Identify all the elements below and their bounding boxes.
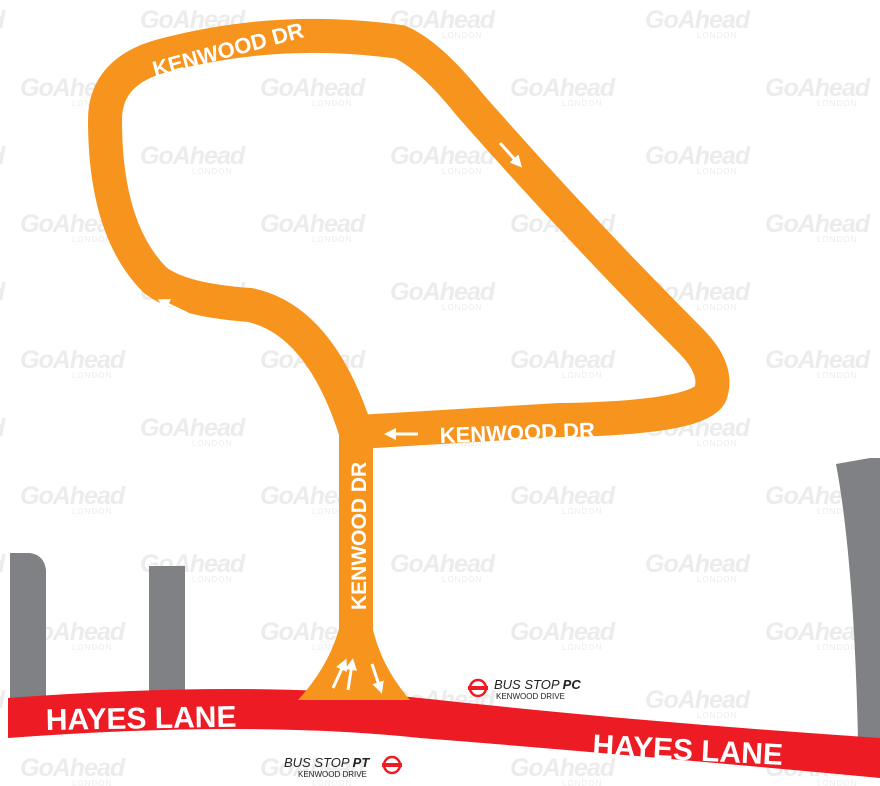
watermark-brand: GoAhead	[765, 74, 871, 102]
watermark-brand: GoAhead	[0, 142, 6, 170]
watermark-brand: GoAhead	[140, 142, 246, 170]
watermark-brand: GoAhead	[510, 618, 616, 646]
side-roads	[10, 458, 880, 740]
watermark-brand: GoAhead	[20, 754, 126, 782]
watermark-brand: GoAhead	[260, 754, 366, 782]
watermark-sub: LONDON	[72, 507, 112, 516]
watermark-sub: LONDON	[192, 439, 232, 448]
bus-stop-pc-title: BUS STOP PC	[494, 677, 581, 692]
arrow-icon	[345, 658, 358, 691]
watermark-sub: LONDON	[72, 371, 112, 380]
arrow-icon	[370, 663, 384, 694]
watermark-sub: LONDON	[697, 167, 737, 176]
watermark-brand: GoAhead	[510, 754, 616, 782]
watermark-sub: LONDON	[697, 31, 737, 40]
watermark-sub: LONDON	[192, 167, 232, 176]
bus-stop-pt[interactable]: BUS STOP PT KENWOOD DRIVE	[284, 755, 402, 779]
watermark-sub: LONDON	[312, 507, 352, 516]
watermark-brand: GoAhead	[260, 210, 366, 238]
watermark-sub: LONDON	[312, 99, 352, 108]
road-label-kenwood-middle: KENWOOD DR	[439, 418, 595, 448]
watermark-sub: LONDON	[817, 507, 857, 516]
watermark-sub: LONDON	[562, 99, 602, 108]
bus-stop-pt-title: BUS STOP PT	[284, 755, 370, 770]
watermark-brand: GoAhead	[0, 686, 6, 714]
watermark-brand: GoAhead	[140, 414, 246, 442]
direction-arrows	[157, 141, 523, 694]
watermark-sub: LONDON	[697, 303, 737, 312]
watermark-sub: LONDON	[817, 779, 857, 786]
road-label-kenwood-vertical: KENWOOD DR	[348, 462, 371, 610]
bus-stop-roundel-icon	[468, 678, 488, 698]
watermark-sub: LONDON	[72, 235, 112, 244]
watermark-sub: LONDON	[562, 507, 602, 516]
arrow-icon	[157, 299, 189, 316]
watermark-brand: GoAhead	[0, 550, 6, 578]
bus-stop-pc[interactable]: BUS STOP PC KENWOOD DRIVE	[468, 677, 581, 701]
watermark-sub: LONDON	[697, 575, 737, 584]
arrow-icon	[331, 658, 347, 689]
watermark-sub: LONDON	[442, 31, 482, 40]
watermark-brand: GoAhead	[765, 346, 871, 374]
route-loop	[88, 18, 730, 449]
watermark-sub: LONDON	[562, 643, 602, 652]
bus-stop-pt-street: KENWOOD DRIVE	[298, 770, 367, 779]
watermark-sub: LONDON	[442, 167, 482, 176]
watermark-sub: LONDON	[562, 779, 602, 786]
bus-stop-roundel-icon	[382, 755, 402, 775]
watermark-sub: LONDON	[442, 575, 482, 584]
watermark-sub: LONDON	[72, 779, 112, 786]
watermark-brand: GoAhead	[260, 74, 366, 102]
watermark-brand: GoAhead	[390, 550, 496, 578]
side-road-far-left	[10, 553, 46, 705]
watermark-sub: LONDON	[817, 643, 857, 652]
watermark-brand: GoAhead	[645, 142, 751, 170]
watermark-sub: LONDON	[312, 235, 352, 244]
watermark-brand: GoAhead	[0, 278, 6, 306]
side-road-left	[149, 566, 185, 705]
watermark-brand: GoAhead	[645, 550, 751, 578]
watermark-brand: GoAhead	[0, 414, 6, 442]
watermark-brand: GoAhead	[390, 278, 496, 306]
watermark-brand: GoAhead	[645, 6, 751, 34]
watermark-brand: GoAhead	[390, 142, 496, 170]
watermark-layer: GoAheadLONDONGoAheadLONDONGoAheadLONDONG…	[0, 6, 872, 786]
road-label-hayes-lane-left: HAYES LANE	[46, 701, 237, 737]
side-road-right	[836, 458, 880, 740]
watermark-sub: LONDON	[312, 779, 352, 786]
watermark-sub: LONDON	[72, 643, 112, 652]
watermark-sub: LONDON	[442, 303, 482, 312]
watermark-brand: GoAhead	[20, 482, 126, 510]
watermark-brand: GoAhead	[510, 482, 616, 510]
watermark-sub: LONDON	[697, 711, 737, 720]
watermark-sub: LONDON	[562, 371, 602, 380]
watermark-sub: LONDON	[192, 575, 232, 584]
watermark-brand: GoAhead	[645, 686, 751, 714]
watermark-brand: GoAhead	[0, 6, 6, 34]
watermark-sub: LONDON	[697, 439, 737, 448]
watermark-brand: GoAhead	[765, 210, 871, 238]
arrow-icon	[498, 141, 523, 168]
watermark-sub: LONDON	[817, 235, 857, 244]
watermark-brand: GoAhead	[510, 346, 616, 374]
watermark-sub: LONDON	[312, 643, 352, 652]
kenwood-drive-route	[88, 18, 730, 657]
hayes-lane-road	[8, 689, 880, 778]
watermark-sub: LONDON	[817, 371, 857, 380]
watermark-sub: LONDON	[442, 439, 482, 448]
watermark-brand: GoAhead	[510, 74, 616, 102]
watermark-sub: LONDON	[817, 99, 857, 108]
bus-stop-pc-street: KENWOOD DRIVE	[496, 692, 565, 701]
watermark-brand: GoAhead	[20, 346, 126, 374]
